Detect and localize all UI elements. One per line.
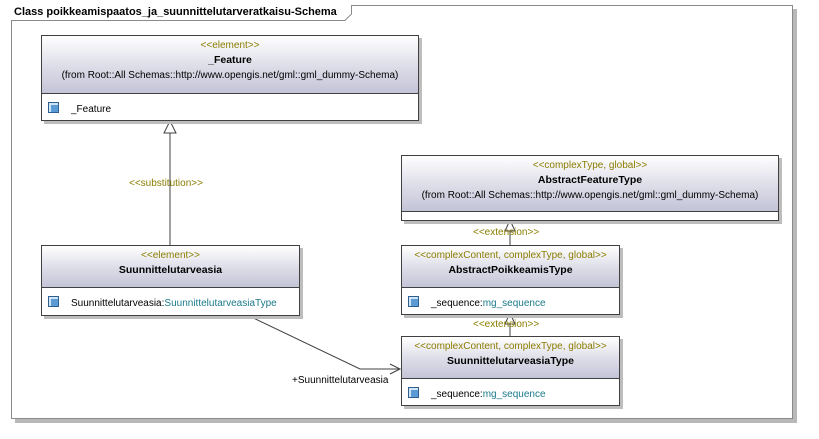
class-abstract-poikkeamis-type[interactable]: <<complexContent, complexType, global>> … <box>401 245 620 315</box>
attribute-row[interactable]: Suunnittelutarveasia:Suunnittelutarveasi… <box>48 296 277 310</box>
stereotype-label: <<element>> <box>200 40 260 51</box>
attribute-icon <box>408 387 419 398</box>
attribute-compartment: _sequence:mg_sequence <box>402 288 619 313</box>
association-arrowhead <box>389 363 402 375</box>
extension-1-arrowhead <box>504 218 516 232</box>
from-label: (from Root::All Schemas::http://www.open… <box>421 190 759 201</box>
substitution-label: <<substitution>> <box>129 178 203 189</box>
stereotype-label: <<element>> <box>141 250 200 261</box>
class-suunnittelutarveasia[interactable]: <<element>> Suunnittelutarveasia Suunnit… <box>41 245 300 316</box>
from-label: (from Root::All Schemas::http://www.open… <box>61 70 399 81</box>
attribute-type: SuunnittelutarveasiaType <box>164 298 277 309</box>
diagram-title: Class poikkeamispaatos_ja_suunnittelutar… <box>11 5 352 21</box>
class-name: SuunnittelutarveasiaType <box>446 355 574 367</box>
class-name: AbstractFeatureType <box>537 174 643 186</box>
class-name: AbstractPoikkeamisType <box>448 264 573 276</box>
association-role-label: +Suunnittelutarveasia <box>292 375 389 386</box>
attribute-compartment <box>402 212 778 219</box>
class-suunnittelutarveasia-type[interactable]: <<complexContent, complexType, global>> … <box>401 336 620 406</box>
stereotype-label: <<complexContent, complexType, global>> <box>414 341 607 352</box>
attribute-compartment: _sequence:mg_sequence <box>402 379 619 404</box>
attribute-compartment: Suunnittelutarveasia:Suunnittelutarveasi… <box>42 288 299 314</box>
attribute-compartment: _Feature <box>42 94 418 119</box>
attribute-type: mg_sequence <box>482 389 546 400</box>
association-line <box>244 313 400 370</box>
class-header: <<complexContent, complexType, global>> … <box>402 246 619 288</box>
extension-2-arrowhead <box>504 311 516 325</box>
stereotype-label: <<complexType, global>> <box>532 160 648 171</box>
attribute-icon <box>48 296 59 307</box>
attribute-row[interactable]: _sequence:mg_sequence <box>408 387 546 401</box>
attribute-icon <box>408 296 419 307</box>
substitution-arrowhead <box>163 119 177 134</box>
attribute-row[interactable]: _sequence:mg_sequence <box>408 296 546 310</box>
attribute-type: mg_sequence <box>482 298 546 309</box>
class-name: Suunnittelutarveasia <box>118 264 223 276</box>
extension-1-label: <<extension>> <box>473 227 540 238</box>
extension-2-label: <<extension>> <box>473 319 540 330</box>
class-header: <<complexContent, complexType, global>> … <box>402 337 619 379</box>
class-header: <<element>> _Feature (from Root::All Sch… <box>42 36 418 94</box>
class-header: <<element>> Suunnittelutarveasia <box>42 246 299 288</box>
class-feature[interactable]: <<element>> _Feature (from Root::All Sch… <box>41 35 419 121</box>
attribute-icon <box>48 102 59 113</box>
stereotype-label: <<complexContent, complexType, global>> <box>414 250 607 261</box>
attribute-row[interactable]: _Feature <box>48 102 111 116</box>
class-name: _Feature <box>208 54 252 66</box>
class-abstract-feature-type[interactable]: <<complexType, global>> AbstractFeatureT… <box>401 155 779 221</box>
class-header: <<complexType, global>> AbstractFeatureT… <box>402 156 778 212</box>
